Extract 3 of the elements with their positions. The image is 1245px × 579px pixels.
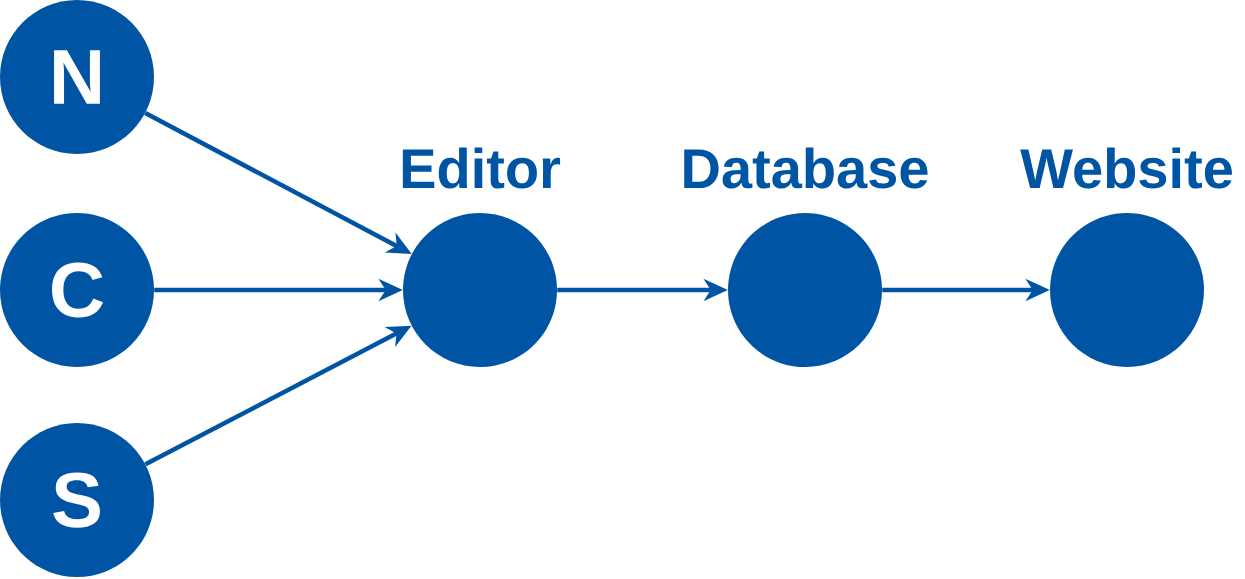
node-heading: Database: [684, 147, 928, 189]
node-heading: Editor: [402, 147, 561, 189]
node-heading: Website: [1020, 147, 1232, 189]
